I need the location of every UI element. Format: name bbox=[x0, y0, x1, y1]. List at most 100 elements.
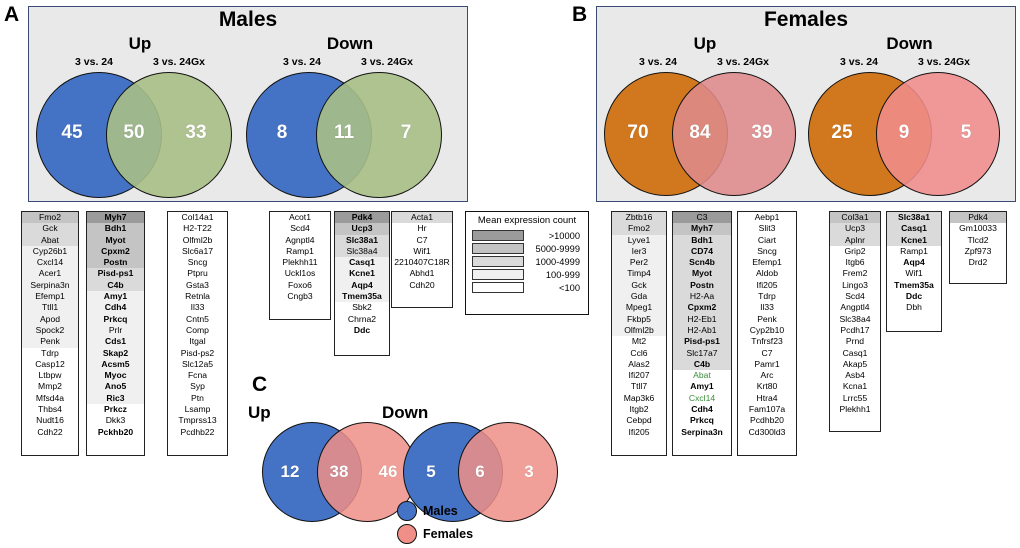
legend-label: 1000-4999 bbox=[535, 256, 580, 267]
gene-item: Hr bbox=[392, 223, 452, 235]
gene-item: Acot1 bbox=[270, 212, 330, 224]
gene-item: Fmo2 bbox=[22, 212, 78, 224]
gene-item: H2-Aa bbox=[673, 291, 731, 303]
panel-b-up-right-label: 3 vs. 24Gx bbox=[717, 56, 769, 68]
gene-item: Lsamp bbox=[168, 404, 227, 416]
gene-item: Abhd1 bbox=[392, 268, 452, 280]
gene-item: Myot bbox=[673, 268, 731, 280]
gene-item: Slc17a7 bbox=[673, 347, 731, 359]
gene-item: Acsm5 bbox=[87, 358, 144, 371]
gene-item: Ric3 bbox=[87, 392, 144, 405]
gene-item: Slit3 bbox=[738, 223, 796, 235]
males-key-label: Males bbox=[423, 504, 458, 518]
gene-item: Cyp26b1 bbox=[22, 245, 78, 258]
panel-a-up-left-label: 3 vs. 24 bbox=[75, 56, 113, 68]
gene-item: Gda bbox=[612, 291, 666, 303]
males-color-swatch bbox=[397, 501, 417, 521]
gene-item: Wif1 bbox=[887, 268, 941, 280]
gene-item: Prkcq bbox=[87, 313, 144, 325]
gene-item: Slc38a4 bbox=[335, 245, 389, 258]
legend-swatch bbox=[472, 282, 524, 293]
gene-item: Gck bbox=[612, 279, 666, 292]
gene-item: Ltbpw bbox=[22, 370, 78, 382]
gene-item: Mpeg1 bbox=[612, 302, 666, 314]
panel-a-letter: A bbox=[4, 3, 20, 26]
gene-item: Il33 bbox=[738, 302, 796, 314]
gene-item: Krt80 bbox=[738, 381, 796, 393]
gene-item: Kcne1 bbox=[335, 268, 389, 280]
gene-item: C7 bbox=[738, 347, 796, 359]
gene-item: Pdk4 bbox=[335, 212, 389, 224]
gene-item: Cd300ld3 bbox=[738, 426, 796, 438]
gene-item: Lrrc55 bbox=[830, 392, 880, 405]
gene-item: Ptpru bbox=[168, 268, 227, 280]
gene-item: Amy1 bbox=[673, 381, 731, 393]
panel-c-down-venn: 5 6 3 bbox=[403, 422, 568, 522]
gene-item: Serpina3n bbox=[673, 426, 731, 438]
gene-item: Casq1 bbox=[830, 347, 880, 359]
gene-item: Gsta3 bbox=[168, 279, 227, 292]
gene-item: Cpxm2 bbox=[673, 302, 731, 314]
legend-row: <100 bbox=[472, 281, 582, 294]
gene-item: Thbs4 bbox=[22, 404, 78, 416]
gene-item: Zbtb16 bbox=[612, 212, 666, 224]
venn-count-overlap: 84 bbox=[689, 122, 711, 143]
gene-item: Tdrp bbox=[22, 347, 78, 359]
gene-item: Lyve1 bbox=[612, 234, 666, 246]
gene-item: Sbk2 bbox=[335, 302, 389, 314]
gene-item: Penk bbox=[738, 313, 796, 325]
gene-item: Timp4 bbox=[612, 268, 666, 280]
gene-item: Penk bbox=[22, 336, 78, 348]
gene-item: Ptn bbox=[168, 392, 227, 405]
gene-item: Casq1 bbox=[335, 257, 389, 269]
legend-label: >10000 bbox=[548, 230, 580, 241]
venn-count-females-only: 3 bbox=[524, 462, 534, 481]
gene-item: CD74 bbox=[673, 245, 731, 258]
gene-item: Sncg bbox=[168, 257, 227, 269]
gene-item: Grip2 bbox=[830, 245, 880, 258]
legend-row: 1000-4999 bbox=[472, 255, 582, 268]
venn-count-overlap: 50 bbox=[123, 122, 145, 143]
venn-circle-right bbox=[876, 72, 1000, 196]
gene-item: Cdh22 bbox=[22, 426, 78, 438]
panel-b-title: Females bbox=[763, 8, 849, 31]
gene-item: H2-T22 bbox=[168, 223, 227, 235]
venn-count-females-only: 46 bbox=[378, 462, 398, 481]
gene-item: Retnla bbox=[168, 291, 227, 303]
legend-label: 5000-9999 bbox=[535, 243, 580, 254]
gene-item: Ano5 bbox=[87, 381, 144, 393]
gene-item: Plekhh1 bbox=[830, 404, 880, 416]
gene-item: Casq1 bbox=[887, 223, 941, 235]
gene-item: Ramp1 bbox=[887, 245, 941, 258]
gene-item: Frem2 bbox=[830, 268, 880, 280]
gene-item: Angptl4 bbox=[830, 302, 880, 314]
gene-item: Ramp1 bbox=[270, 245, 330, 258]
gene-item: Cyp2b10 bbox=[738, 324, 796, 337]
gene-item: Skap2 bbox=[87, 347, 144, 359]
gene-item: Foxo6 bbox=[270, 279, 330, 292]
legend-swatch bbox=[472, 256, 524, 267]
gene-item: 2210407C18R bbox=[392, 257, 452, 269]
gene-item: Acer1 bbox=[22, 268, 78, 280]
panel-c-letter: C bbox=[252, 373, 268, 396]
legend-row: >10000 bbox=[472, 229, 582, 242]
gene-item: Akap5 bbox=[830, 358, 880, 371]
gene-item: Cebpd bbox=[612, 415, 666, 427]
gene-item: Pisd-ps1 bbox=[87, 268, 144, 280]
panel-c-key-males: Males bbox=[397, 501, 458, 521]
gene-item: Sncg bbox=[738, 245, 796, 258]
gene-item: Tnfrsf23 bbox=[738, 336, 796, 348]
gene-item: Cdh4 bbox=[673, 404, 731, 416]
venn-count-overlap: 6 bbox=[475, 462, 485, 481]
panel-a-down-venn: 8 11 7 bbox=[246, 72, 456, 198]
gene-item: Scn4b bbox=[673, 257, 731, 269]
legend-row: 5000-9999 bbox=[472, 242, 582, 255]
gene-item: Myot bbox=[87, 234, 144, 246]
gene-item: Fam107a bbox=[738, 404, 796, 416]
